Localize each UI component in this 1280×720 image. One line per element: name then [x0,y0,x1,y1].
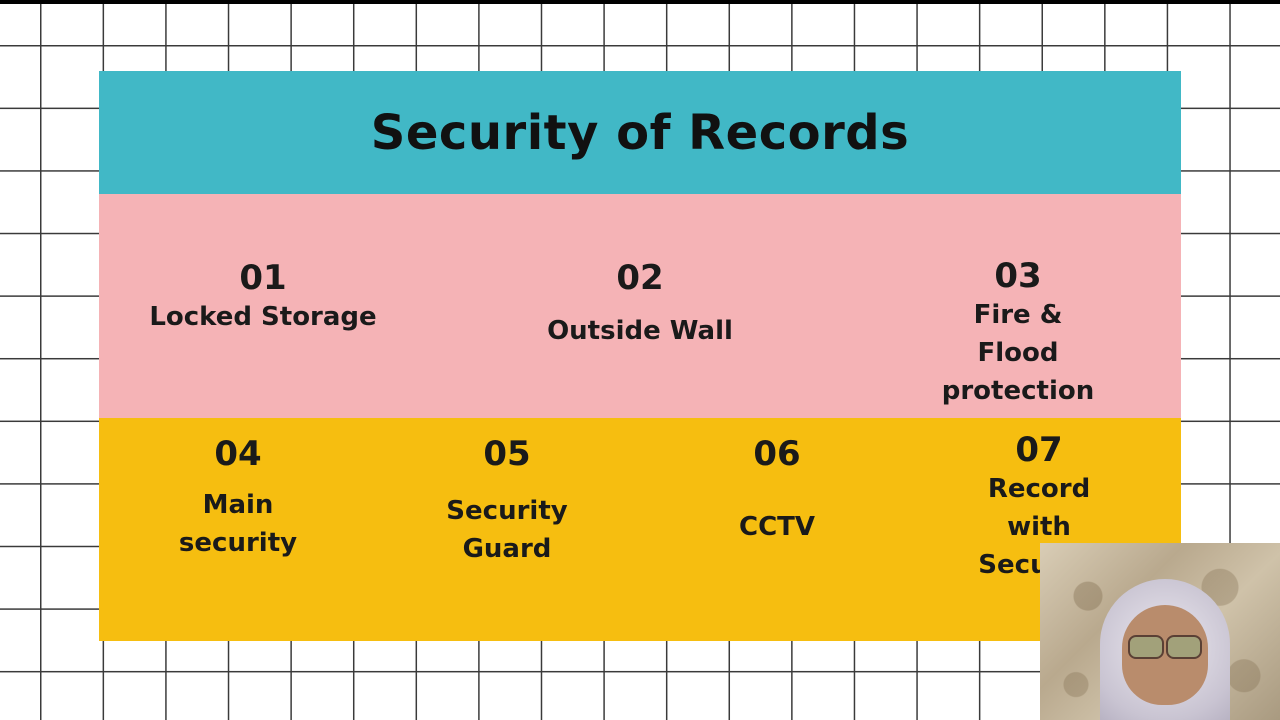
item-label: CCTV [738,512,816,542]
item-number: 05 [483,434,531,474]
item-label-line-1: Main [202,490,274,520]
yellow-band: 04 Main security 05 Security Guard 06 CC… [99,418,1181,641]
item-label: Outside Wall [547,316,733,346]
slide: Security of Records 01 Locked Storage 02… [99,71,1181,641]
item-label-line-2: security [178,528,298,558]
item-01: 01 Locked Storage [149,258,376,336]
item-04: 04 Main security [179,434,297,562]
item-label: Locked Storage [149,302,377,332]
item-03: 03 Fire & Flood protection [937,256,1100,410]
slide-title: Security of Records [370,104,910,161]
presenter-face [1122,605,1208,705]
lens-right [1166,635,1202,659]
item-02: 02 Outside Wall [547,258,733,350]
item-number: 01 [239,258,287,298]
top-border [0,0,1280,4]
item-05: 05 Security Guard [446,434,567,568]
item-number: 04 [214,434,262,474]
lens-left [1128,635,1164,659]
item-label-line-1: Fire & Flood [973,300,1063,368]
item-number: 07 [1015,430,1063,470]
glasses-icon [1128,635,1202,659]
pink-band: 01 Locked Storage 02 Outside Wall 03 Fir… [99,194,1181,418]
webcam-overlay [1040,543,1280,720]
item-06: 06 CCTV [739,434,815,546]
item-label-line-1: Security [446,496,568,526]
item-number: 02 [616,258,664,298]
item-label-line-2: Guard [462,534,552,564]
item-label-line-1: Record with [987,474,1091,542]
item-label-line-2: protection [941,376,1095,406]
item-number: 03 [994,256,1042,296]
item-number: 06 [753,434,801,474]
header-band: Security of Records [99,71,1181,194]
